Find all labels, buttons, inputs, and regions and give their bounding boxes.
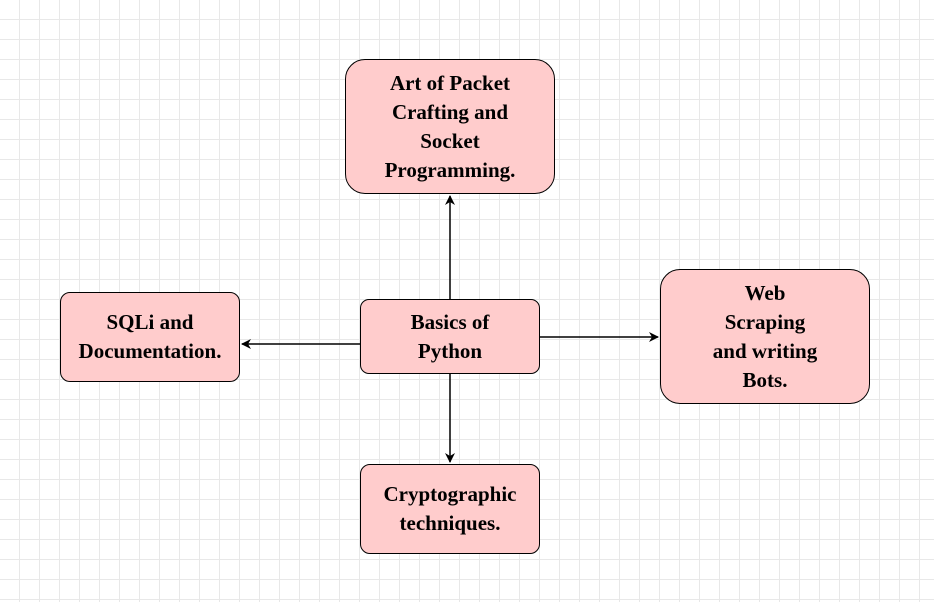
node-web-scraping-bots[interactable]: Web Scraping and writing Bots. [660, 269, 870, 404]
node-sqli-documentation[interactable]: SQLi and Documentation. [60, 292, 240, 382]
node-basics-of-python[interactable]: Basics of Python [360, 299, 540, 374]
node-cryptographic-techniques[interactable]: Cryptographic techniques. [360, 464, 540, 554]
node-packet-crafting-socket-programming[interactable]: Art of Packet Crafting and Socket Progra… [345, 59, 555, 194]
